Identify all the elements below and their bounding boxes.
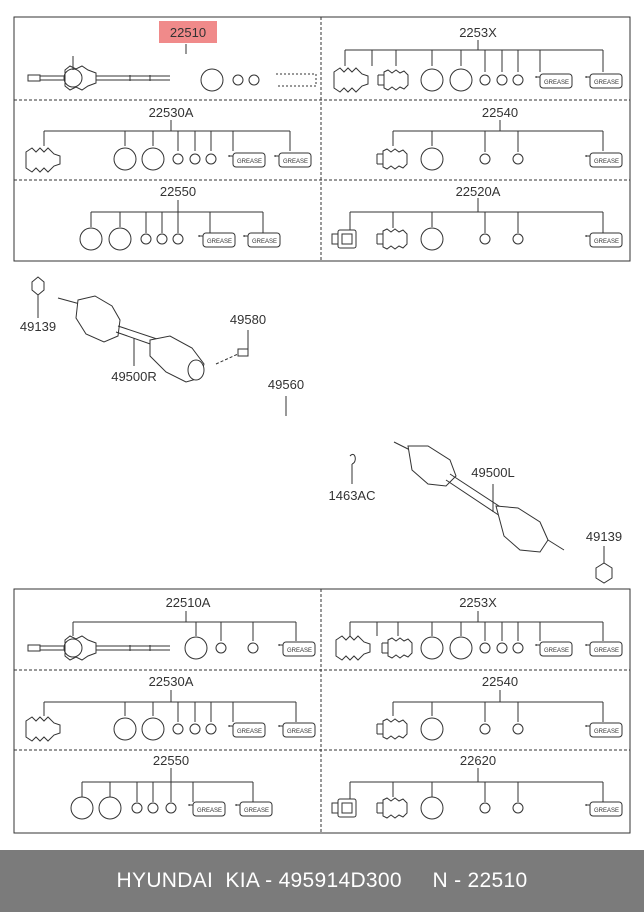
left-drive-shaft-drawing — [349, 441, 613, 584]
panel-label-2253x-bottom[interactable]: 2253X — [459, 595, 497, 610]
callout-49500r[interactable]: 49500R — [111, 369, 157, 384]
grease-canister-label: GREASE — [594, 159, 619, 165]
right-drive-shaft-drawing — [31, 276, 287, 416]
panel-label-22620[interactable]: 22620 — [460, 753, 496, 768]
top-parts-grid — [13, 16, 631, 262]
inner-joint-kit-icon — [331, 768, 623, 820]
panel-label-22550[interactable]: 22550 — [160, 184, 196, 199]
boot-kit-icon — [376, 120, 623, 171]
grease-canister-label: GREASE — [207, 239, 232, 245]
panel-label-22540-bottom[interactable]: 22540 — [482, 674, 518, 689]
bottom-parts-grid — [13, 588, 631, 834]
grease-canister-label: GREASE — [544, 80, 569, 86]
panel-label-22530a-bottom[interactable]: 22530A — [149, 674, 194, 689]
panel-label-22520a[interactable]: 22520A — [456, 184, 501, 199]
inner-joint-kit-icon — [331, 198, 623, 251]
panel-label-22510a[interactable]: 22510A — [166, 595, 211, 610]
grease-canister-label: GREASE — [287, 729, 312, 735]
grease-canister-label: GREASE — [594, 808, 619, 814]
footer-part-number: HYUNDAI KIA - 495914D300 N - 22510 — [116, 869, 528, 892]
shaft-assembly-icon — [27, 611, 316, 661]
panel-label-22540[interactable]: 22540 — [482, 105, 518, 120]
ring-kit-icon — [70, 768, 273, 820]
panel-label-22550-bottom[interactable]: 22550 — [153, 753, 189, 768]
grease-canister-label: GREASE — [283, 159, 308, 165]
grease-canister-label: GREASE — [594, 80, 619, 86]
grease-canister-label: GREASE — [237, 159, 262, 165]
grease-canister-label: GREASE — [594, 239, 619, 245]
parts-diagram: 22510 2253X 22530A 22540 22550 22520A 49… — [13, 16, 631, 834]
shaft-assembly-icon — [27, 44, 317, 92]
boot-kit-icon — [376, 690, 623, 741]
callout-49580[interactable]: 49580 — [230, 312, 266, 327]
ring-kit-icon — [79, 200, 281, 251]
grease-canister-label: GREASE — [287, 648, 312, 654]
grease-canister-label: GREASE — [244, 808, 269, 814]
panel-label-2253x[interactable]: 2253X — [459, 25, 497, 40]
boot-kit-icon — [25, 690, 316, 742]
panel-label-22510[interactable]: 22510 — [170, 25, 206, 40]
outer-joint-kit-icon — [333, 40, 623, 93]
grease-canister-label: GREASE — [237, 729, 262, 735]
grease-canister-label: GREASE — [544, 648, 569, 654]
callout-49500l[interactable]: 49500L — [471, 465, 514, 480]
callout-1463ac[interactable]: 1463AC — [329, 488, 376, 503]
footer-bar: HYUNDAI KIA - 495914D300 N - 22510 — [0, 850, 644, 912]
grease-canister-label: GREASE — [594, 648, 619, 654]
highlight-box — [159, 21, 217, 43]
outer-joint-kit-icon — [335, 611, 623, 661]
panel-label-22530a[interactable]: 22530A — [149, 105, 194, 120]
grease-canister-label: GREASE — [594, 729, 619, 735]
boot-kit-icon — [25, 120, 312, 173]
grease-canister-label: GREASE — [197, 808, 222, 814]
grease-canister-label: GREASE — [252, 239, 277, 245]
callout-49139-left[interactable]: 49139 — [20, 319, 56, 334]
grease-labels: GREASE GREASE GREASE GREASE GREASE GREASE G… — [197, 80, 619, 814]
callout-49139-right[interactable]: 49139 — [586, 529, 622, 544]
callout-49560[interactable]: 49560 — [268, 377, 304, 392]
